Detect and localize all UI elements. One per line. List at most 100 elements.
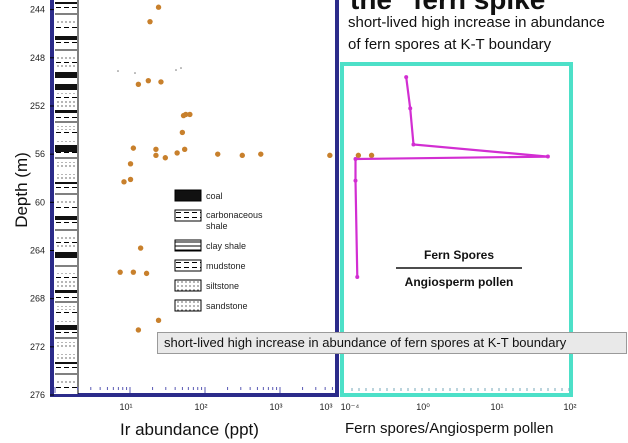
mudstone-band — [55, 221, 77, 227]
coal-band — [55, 36, 77, 40]
mudstone-band — [55, 204, 77, 209]
mudstone-band — [55, 24, 77, 29]
siltstone-band — [55, 200, 77, 203]
mudstone-band — [55, 294, 77, 299]
fern-label-top: Fern Spores — [424, 248, 494, 262]
subtitle-line-2: of fern spores at K-T boundary — [348, 36, 552, 53]
ir-point — [153, 146, 159, 153]
ir-point — [121, 179, 127, 185]
fern-ratio-point — [353, 178, 358, 183]
siltstone-band — [55, 126, 77, 130]
siltstone-band — [55, 20, 77, 23]
ir-tick-label: 10³ — [319, 402, 332, 412]
mudstone-band — [55, 185, 77, 189]
ir-point — [179, 129, 186, 136]
legend-label: mudstone — [206, 261, 246, 271]
coal-band — [55, 362, 77, 364]
mudstone-band — [55, 131, 77, 137]
shale-band — [55, 229, 77, 232]
ir-point — [368, 152, 375, 159]
legend-swatch — [174, 299, 202, 312]
ir-point — [130, 145, 137, 151]
depth-tick-label: 264 — [30, 245, 45, 255]
mudstone-band — [55, 95, 77, 99]
siltstone-band — [55, 31, 77, 33]
coal-band — [55, 252, 77, 258]
mudstone-band — [55, 259, 77, 262]
legend-label: siltstone — [206, 281, 239, 291]
ir-point — [127, 161, 134, 167]
fern-ratio-point — [355, 274, 360, 279]
ir-point — [155, 317, 162, 324]
ir-point — [180, 112, 187, 119]
ir-point — [135, 327, 142, 333]
siltstone-band — [55, 211, 77, 213]
mudstone-band — [55, 311, 77, 317]
shale-band — [55, 155, 77, 159]
mudstone-band — [55, 331, 77, 333]
mudstone-band — [55, 5, 77, 9]
ir-point — [181, 146, 188, 153]
ir-point — [187, 111, 193, 118]
speck — [134, 72, 136, 74]
legend-label: sandstone — [206, 301, 248, 311]
ir-point — [327, 152, 333, 159]
mudstone-band — [55, 169, 77, 172]
fern-tick-label: 10⁰ — [416, 402, 430, 412]
coal-band — [55, 84, 77, 90]
legend-label: carbonaceous — [206, 210, 263, 220]
speck — [180, 67, 182, 69]
shale-band — [55, 49, 77, 52]
ir-point — [135, 81, 142, 87]
mudstone-band — [55, 61, 77, 63]
mudstone-band — [55, 79, 77, 82]
siltstone-band — [55, 92, 77, 94]
siltstone-band — [55, 55, 77, 60]
siltstone-band — [55, 380, 77, 383]
legend-label: clay shale — [206, 241, 246, 251]
ir-point — [137, 245, 144, 251]
siltstone-band — [55, 162, 77, 168]
coal-band — [55, 290, 77, 293]
legend-swatch — [174, 259, 202, 272]
ir-point — [147, 18, 153, 25]
ir-point — [174, 150, 180, 156]
shale-band — [55, 264, 77, 269]
ir-point — [153, 152, 159, 159]
siltstone-band — [55, 306, 77, 310]
depth-tick-label: 272 — [30, 342, 45, 352]
siltstone-band — [55, 245, 77, 249]
fern-tick-label: 10⁻⁴ — [341, 402, 360, 412]
depth-tick-label: 56 — [35, 149, 45, 159]
fern-tick-label: 10² — [563, 402, 576, 412]
legend-label: coal — [206, 191, 223, 201]
speck — [175, 69, 177, 71]
ir-point — [130, 269, 137, 275]
siltstone-band — [55, 342, 77, 348]
ir-plot-area — [50, 0, 339, 397]
siltstone-band — [55, 65, 77, 69]
coal-band — [55, 110, 77, 113]
speck — [117, 70, 119, 72]
ir-point — [355, 152, 362, 159]
ir-tick-label: 10¹ — [119, 402, 132, 412]
fern-ratio-point — [545, 154, 550, 159]
depth-tick-label: 252 — [30, 101, 45, 111]
ir-point — [158, 79, 164, 85]
ir-point — [127, 176, 134, 183]
fern-ratio-point — [404, 75, 409, 80]
subtitle-line-1: short-lived high increase in abundance — [348, 14, 605, 31]
shale-band — [55, 11, 77, 17]
legend-swatch — [174, 279, 202, 292]
shale-band — [55, 301, 77, 303]
fern-ratio-line — [353, 75, 550, 279]
legend-swatch — [174, 209, 202, 222]
siltstone-band — [55, 101, 77, 107]
mudstone-band — [55, 275, 77, 279]
fern-plot-frame — [340, 62, 573, 397]
coal-band — [55, 182, 77, 184]
